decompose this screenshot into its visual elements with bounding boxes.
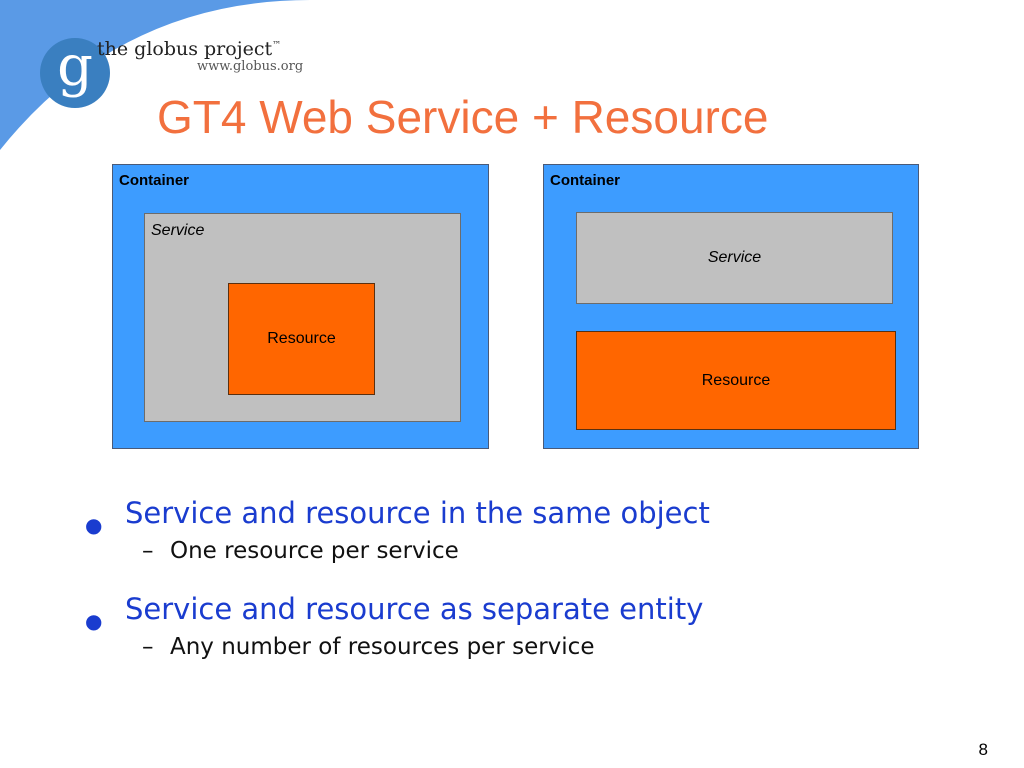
sub-bullet-item: – Any number of resources per service [85, 629, 985, 685]
service-label: Service [151, 222, 205, 239]
brand-url: www.globus.org [197, 59, 304, 74]
sub-bullet-text: Any number of resources per service [170, 634, 595, 660]
page-number: 8 [978, 740, 988, 759]
corner-arc-decoration [0, 0, 310, 150]
resource-label: Resource [701, 371, 771, 389]
bullet-text: Service and resource as separate entity [125, 592, 704, 626]
right-container-box: Container Service Resource [543, 164, 919, 449]
bullet-dot-icon: ● [85, 513, 103, 537]
brand-name: the globus project™ [97, 38, 282, 60]
bullet-list: ● Service and resource in the same objec… [85, 493, 985, 685]
slide-title: GT4 Web Service + Resource [157, 91, 769, 143]
left-resource-box: Resource [228, 283, 375, 395]
bullet-dot-icon: ● [85, 609, 103, 633]
left-service-box: Service Resource [144, 213, 461, 422]
globus-g-icon: g [57, 34, 93, 99]
trademark-mark: ™ [272, 40, 282, 51]
sub-bullet-item: – One resource per service [85, 533, 985, 589]
resource-label: Resource [267, 330, 336, 347]
right-service-box: Service [576, 212, 893, 304]
bullet-item: ● Service and resource as separate entit… [85, 589, 985, 633]
dash-icon: – [142, 538, 154, 564]
bullet-text: Service and resource in the same object [125, 496, 710, 530]
left-container-box: Container Service Resource [112, 164, 489, 449]
bullet-item: ● Service and resource in the same objec… [85, 493, 985, 537]
sub-bullet-text: One resource per service [170, 538, 459, 564]
globus-logo: g [40, 38, 110, 108]
container-label: Container [119, 172, 190, 189]
service-label: Service [707, 249, 762, 266]
right-resource-box: Resource [576, 331, 896, 430]
dash-icon: – [142, 634, 154, 660]
container-label: Container [550, 172, 621, 189]
